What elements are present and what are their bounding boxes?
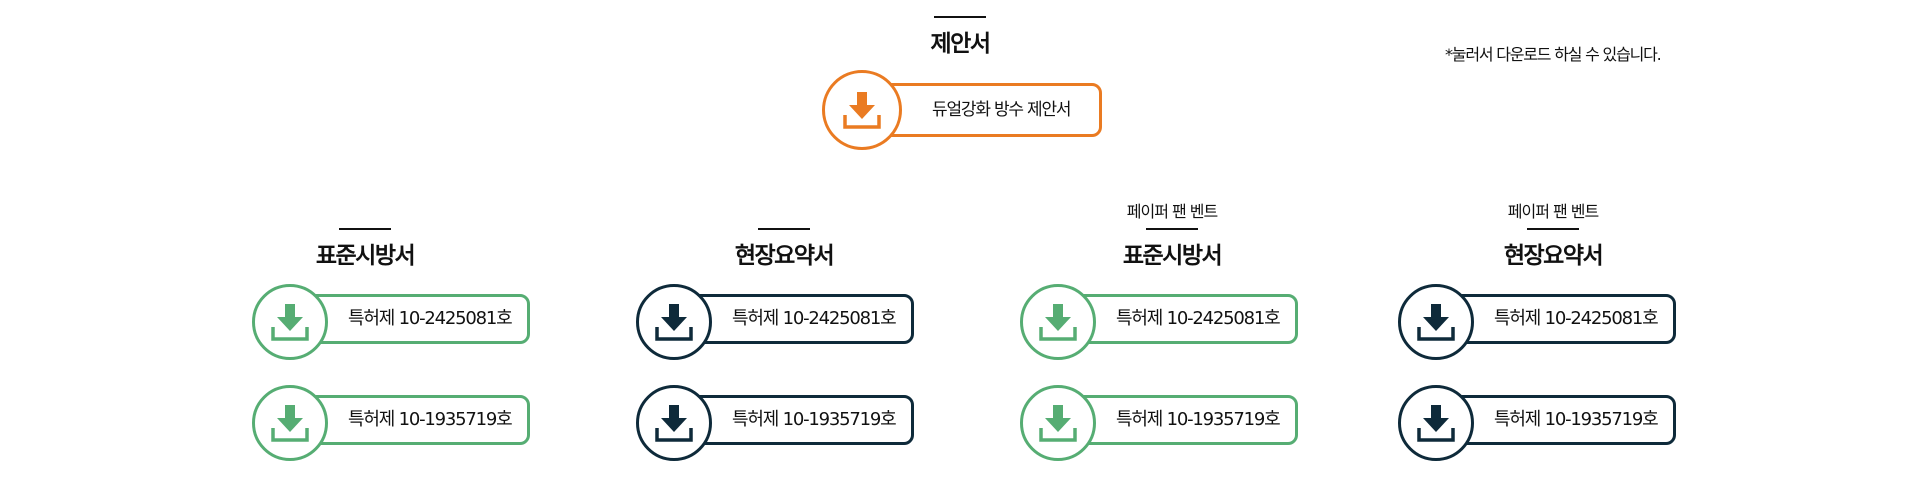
button-frame [862, 83, 1102, 137]
download-icon-circle [252, 385, 328, 461]
section-title-site-summary: 현장요약서 [1483, 228, 1623, 270]
download-icon-circle [1020, 284, 1096, 360]
download-label: 특허제 10-2425081호 [732, 308, 897, 329]
download-label: 특허제 10-1935719호 [732, 409, 897, 430]
section-subtitle-paper-fan-vent: 페이퍼 팬 벤트 [1126, 202, 1219, 221]
download-button-patent-1935719[interactable]: 특허제 10-1935719호 [1020, 385, 1304, 461]
download-icon-circle [636, 385, 712, 461]
download-button-patent-1935719[interactable]: 특허제 10-1935719호 [252, 385, 536, 461]
download-icon [843, 90, 881, 129]
download-icon [1039, 403, 1077, 442]
title-underline [339, 228, 391, 230]
download-icon [1417, 403, 1455, 442]
download-button-patent-2425081[interactable]: 특허제 10-2425081호 [1020, 284, 1304, 360]
proposal-download-button[interactable]: 듀얼강화 방수 제안서 [822, 70, 1104, 150]
download-hint-note: *눌러서 다운로드 하실 수 있습니다. [1445, 45, 1662, 64]
button-frame [674, 395, 914, 445]
button-frame [674, 294, 914, 344]
download-icon [1039, 302, 1077, 341]
download-icon-circle [1020, 385, 1096, 461]
download-icon-circle [1398, 284, 1474, 360]
section-title-text: 표준시방서 [1122, 243, 1223, 269]
button-frame [290, 294, 530, 344]
download-icon [271, 403, 309, 442]
proposal-download-label: 듀얼강화 방수 제안서 [932, 100, 1072, 120]
download-icon [271, 302, 309, 341]
download-button-patent-2425081[interactable]: 특허제 10-2425081호 [252, 284, 536, 360]
download-button-patent-2425081[interactable]: 특허제 10-2425081호 [1398, 284, 1682, 360]
download-label: 특허제 10-1935719호 [1494, 409, 1659, 430]
title-underline [934, 16, 986, 18]
section-title-standard-spec: 표준시방서 [1102, 228, 1242, 270]
button-frame [290, 395, 530, 445]
section-title-text: 현장요약서 [1503, 243, 1604, 269]
download-icon [655, 403, 693, 442]
download-icon-circle [822, 70, 902, 150]
download-button-patent-1935719[interactable]: 특허제 10-1935719호 [1398, 385, 1682, 461]
download-icon-circle [636, 284, 712, 360]
download-button-patent-2425081[interactable]: 특허제 10-2425081호 [636, 284, 920, 360]
section-subtitle-paper-fan-vent: 페이퍼 팬 벤트 [1507, 202, 1600, 221]
download-label: 특허제 10-2425081호 [348, 308, 513, 329]
download-label: 특허제 10-1935719호 [348, 409, 513, 430]
title-underline [758, 228, 810, 230]
section-title-site-summary: 현장요약서 [714, 228, 854, 270]
proposal-title: 제안서 [890, 16, 1030, 58]
download-icon-circle [252, 284, 328, 360]
section-title-text: 표준시방서 [315, 243, 416, 269]
download-icon [1417, 302, 1455, 341]
section-title-standard-spec: 표준시방서 [295, 228, 435, 270]
section-title-text: 현장요약서 [734, 243, 835, 269]
button-frame [1436, 294, 1676, 344]
download-label: 특허제 10-1935719호 [1116, 409, 1281, 430]
download-label: 특허제 10-2425081호 [1494, 308, 1659, 329]
button-frame [1058, 294, 1298, 344]
title-underline [1146, 228, 1198, 230]
download-button-patent-1935719[interactable]: 특허제 10-1935719호 [636, 385, 920, 461]
download-label: 특허제 10-2425081호 [1116, 308, 1281, 329]
proposal-title-text: 제안서 [930, 31, 991, 57]
title-underline [1527, 228, 1579, 230]
download-icon-circle [1398, 385, 1474, 461]
download-icon [655, 302, 693, 341]
